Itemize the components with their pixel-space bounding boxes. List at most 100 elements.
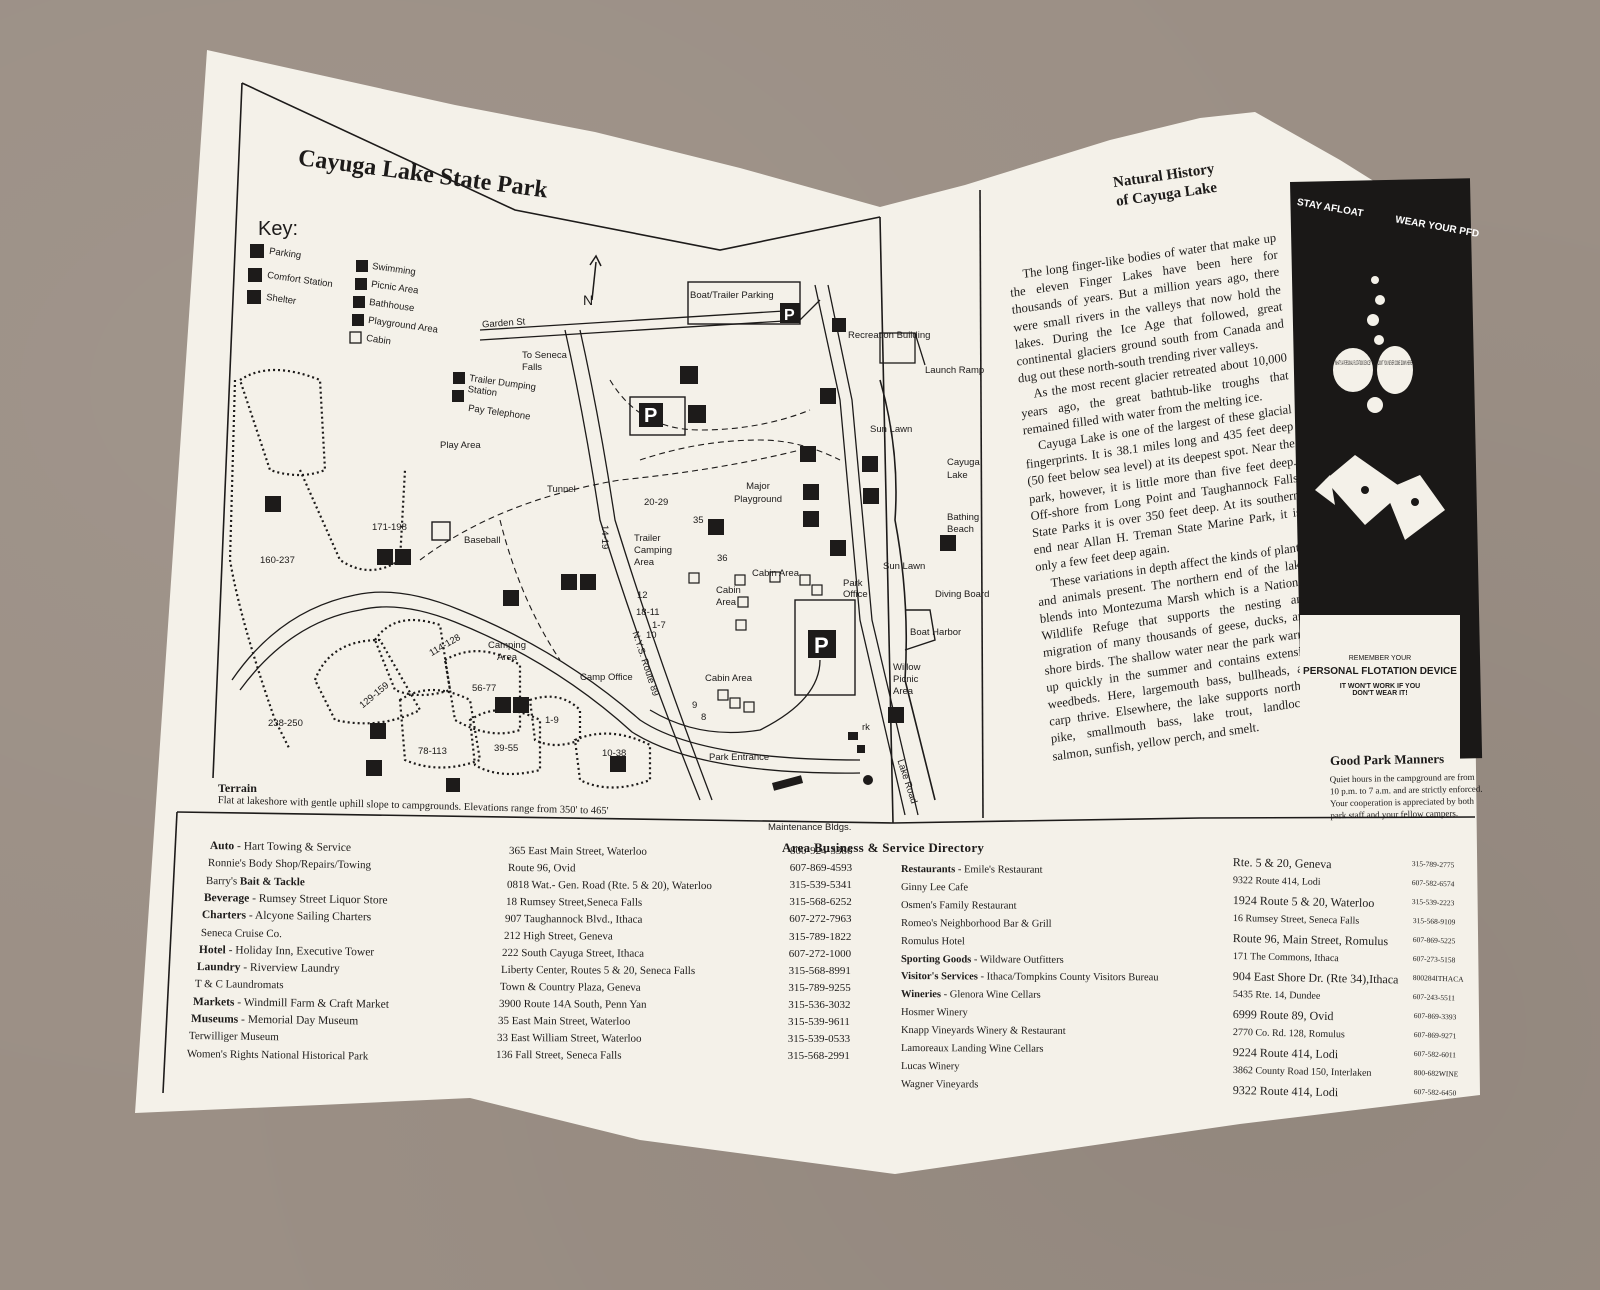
directory-entry-name: Seneca Cruise Co.	[200, 927, 281, 940]
directory-entry-name: Ginny Lee Cafe	[901, 882, 968, 894]
site-range-label: 14-19	[599, 525, 610, 550]
directory-address: 212 High Street, Geneva	[503, 930, 613, 943]
map-border-top	[241, 82, 881, 251]
site-range-label: 20-29	[644, 497, 669, 508]
directory-business-name: Ginny Lee Cafe	[900, 881, 969, 894]
directory-entry-name: Osmen's Family Restaurant	[901, 900, 1017, 913]
label-trailer-camping-area: Trailer Camping Area	[634, 533, 673, 568]
directory-business-name: Windmill Farm & Craft Market	[243, 996, 389, 1011]
directory-business-name: Hosmer Winery	[900, 1007, 968, 1019]
directory-address: 5435 Rte. 14, Dundee	[1232, 989, 1321, 1002]
label-to-seneca-falls: To Seneca Falls	[522, 350, 567, 373]
directory-entry-name: Markets - Windmill Farm & Craft Market	[193, 996, 389, 1011]
pfd-bubble-1: WHAT'S A PERSONAL FLOTATION DEVICE?	[1335, 361, 1371, 367]
directory-entry-phone: 315-789-9255	[788, 982, 850, 994]
directory-phone: 607-869-5225	[1412, 934, 1456, 946]
directory-entry-phone: 607-869-5225	[1412, 934, 1455, 947]
directory-entry-address: Route 96, Main Street, Romulus	[1233, 931, 1389, 948]
directory-entry-name: Hotel - Holiday Inn, Executive Tower	[198, 944, 373, 958]
directory-phone: 315-568-6252	[789, 896, 852, 909]
directory-phone: 607-272-7963	[789, 913, 852, 926]
directory-category: Restaurants	[900, 864, 956, 876]
key-title: Key:	[258, 218, 299, 240]
directory-entry-address: 1924 Route 5 & 20, Waterloo	[1232, 893, 1375, 910]
site-range-label: 18-11	[636, 607, 660, 618]
directory-phone: 315-568-2991	[787, 1050, 850, 1063]
separator: -	[249, 892, 260, 905]
label-boat-trailer-parking: Boat/Trailer Parking	[690, 290, 774, 301]
label-park-office: Park Office	[843, 578, 868, 600]
directory-entry-phone: 607-869-9271	[1413, 1029, 1456, 1042]
directory-phone: 315-789-9255	[788, 981, 851, 994]
directory-entry-address: 5435 Rte. 14, Dundee	[1233, 989, 1321, 1003]
separator: -	[955, 864, 964, 876]
directory-address: 907 Taughannock Blvd., Ithaca	[504, 913, 643, 926]
directory-address: Town & Country Plaza, Geneva	[500, 981, 641, 994]
directory-category: Wineries	[900, 989, 942, 1001]
directory-phone: 315-789-2775	[1411, 858, 1455, 870]
directory-phone: 607-243-5511	[1413, 991, 1456, 1003]
terrain-title: Terrain	[218, 781, 257, 795]
directory-category: Markets	[192, 995, 235, 1009]
directory-phone: 607-582-6011	[1413, 1048, 1457, 1060]
directory-category: Beverage	[204, 891, 250, 905]
label-cabin-area-2: Cabin Area	[716, 585, 741, 608]
directory-phone: 315-539-2223	[1412, 896, 1455, 908]
site-range-label: 160-237	[260, 555, 295, 566]
directory-address: 365 East Main Street, Waterloo	[508, 845, 647, 858]
directory-phone: 800-682WINE	[1413, 1067, 1459, 1079]
pfd-remember: REMEMBER YOUR	[1348, 655, 1412, 662]
directory-entry-address: 35 East Main Street, Waterloo	[498, 1015, 630, 1028]
site-range-label: 36	[717, 553, 728, 564]
directory-entry-address: Route 96, Ovid	[508, 862, 576, 874]
separator: -	[971, 953, 980, 965]
directory-entry-address: 136 Fall Street, Seneca Falls	[496, 1049, 622, 1062]
directory-business-name: Rumsey Street Liquor Store	[259, 892, 388, 907]
directory-phone: 607-273-5158	[1412, 953, 1456, 965]
directory-phone: 315-568-9109	[1412, 915, 1456, 927]
directory-entry-name: Hosmer Winery	[901, 1007, 968, 1019]
pfd-device-name: PERSONAL FLOTATION DEVICE	[1303, 666, 1457, 677]
label-major-playground: Major Playground	[733, 481, 783, 505]
separator: -	[238, 1013, 248, 1026]
directory-phone: 800284ITHACA	[1412, 972, 1464, 984]
directory-entry-phone: 607-869-3393	[1413, 1010, 1456, 1023]
directory-phone: 800-924-3386	[790, 845, 853, 857]
directory-category: Museums	[190, 1013, 239, 1026]
directory-address: 9322 Route 414, Lodi	[1232, 875, 1321, 888]
directory-address: 222 South Cayuga Street, Ithaca	[502, 947, 645, 960]
directory-business-name: Women's Rights National Historical Park	[187, 1047, 369, 1063]
directory-entry-phone: 315-539-5341	[790, 879, 852, 891]
directory-phone: 607-582-6574	[1411, 877, 1455, 889]
directory-entry-address: 222 South Cayuga Street, Ithaca	[502, 947, 644, 960]
directory-entry-name: Romulus Hotel	[901, 936, 965, 948]
directory-entry-phone: 607-582-6574	[1412, 877, 1455, 890]
directory-phone: 315-539-5341	[789, 879, 852, 892]
site-range-label: 56-77	[472, 683, 497, 694]
directory-business-name: Alcyone Sailing Charters	[255, 909, 372, 924]
directory-entry-address: 907 Taughannock Blvd., Ithaca	[505, 913, 642, 926]
directory-address: 1924 Route 5 & 20, Waterloo	[1232, 893, 1375, 910]
directory-entry-name: Romeo's Neighborhood Bar & Grill	[901, 918, 1052, 931]
directory-entry-phone: 607-869-4593	[790, 862, 852, 874]
svg-text:P: P	[644, 405, 657, 427]
pfd-fish-illustration: WHAT'S A PERSONAL FLOTATION DEVICE? DON'…	[1315, 276, 1445, 540]
directory-entry-address: 18 Rumsey Street,Seneca Falls	[506, 896, 642, 909]
directory-entry-name: Beverage - Rumsey Street Liquor Store	[204, 892, 388, 907]
directory-entry-phone: 315-789-1822	[789, 931, 851, 943]
directory-address: 136 Fall Street, Seneca Falls	[495, 1049, 622, 1062]
label-launch-ramp: Launch Ramp	[925, 365, 985, 376]
site-range-label: 12	[637, 590, 648, 601]
directory-phone: 607-869-4593	[789, 862, 853, 875]
directory-business-name: Memorial Day Museum	[247, 1013, 359, 1028]
directory-address: Liberty Center, Routes 5 & 20, Seneca Fa…	[501, 964, 696, 978]
right-panel-divider	[979, 189, 984, 819]
directory-entry-phone: 315-539-2223	[1412, 896, 1455, 909]
directory-address: 35 East Main Street, Waterloo	[497, 1015, 631, 1028]
directory-entry-name: Wineries - Glenora Wine Cellars	[901, 989, 1041, 1002]
label-boat-harbor: Boat Harbor	[910, 627, 962, 638]
directory-entry-phone: 607-243-5511	[1413, 991, 1456, 1004]
directory-entry-name: Wagner Vineyards	[901, 1079, 978, 1091]
label-play-area: Play Area	[440, 440, 481, 451]
directory-category: Charters	[202, 909, 247, 922]
